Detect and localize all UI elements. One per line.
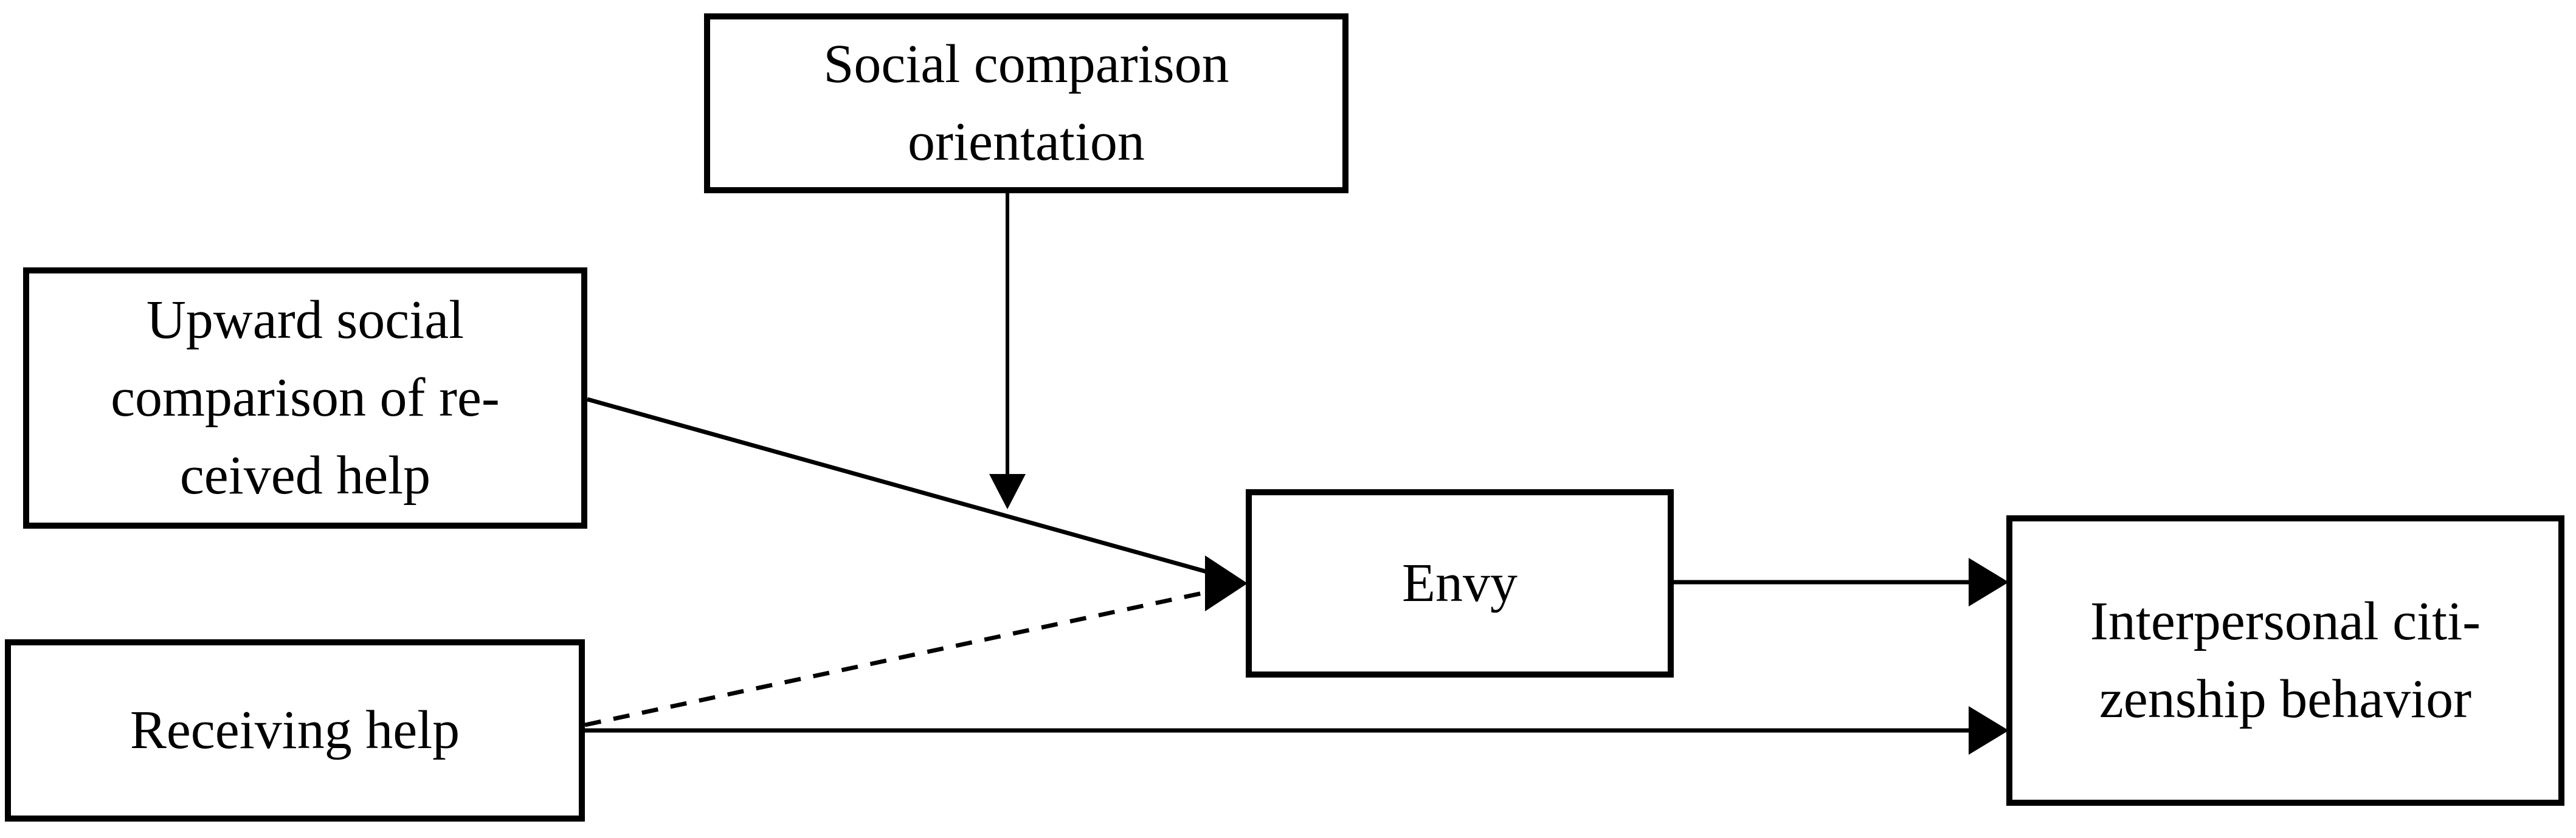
node-envy-label: Envy [1402,553,1518,614]
node-upward-social-comparison-of-received-help: Upward social comparison of re- ceived h… [23,267,587,529]
node-interpersonal-citizenship-behavior-label: Interpersonal citi- zenship behavior [2090,591,2481,729]
edge-sco-moderation-arrowhead-icon [989,474,1026,509]
node-envy: Envy [1246,489,1674,678]
edge-rh-envy-dashed-line [584,589,1212,727]
node-receiving-help-label: Receiving help [129,700,460,761]
node-receiving-help: Receiving help [5,639,585,822]
edge-envy-icb-arrowhead-icon [1969,558,2009,606]
edge-rh-icb-arrowhead-icon [1969,706,2009,755]
edge-usc-envy-line [587,397,1214,576]
node-social-comparison-orientation: Social comparison orientation [704,13,1348,193]
node-social-comparison-orientation-label: Social comparison orientation [823,34,1229,172]
edge-envy-arrowhead-icon [1205,555,1248,611]
node-upward-social-comparison-label: Upward social comparison of re- ceived h… [111,290,500,506]
node-interpersonal-citizenship-behavior: Interpersonal citi- zenship behavior [2006,515,2564,806]
